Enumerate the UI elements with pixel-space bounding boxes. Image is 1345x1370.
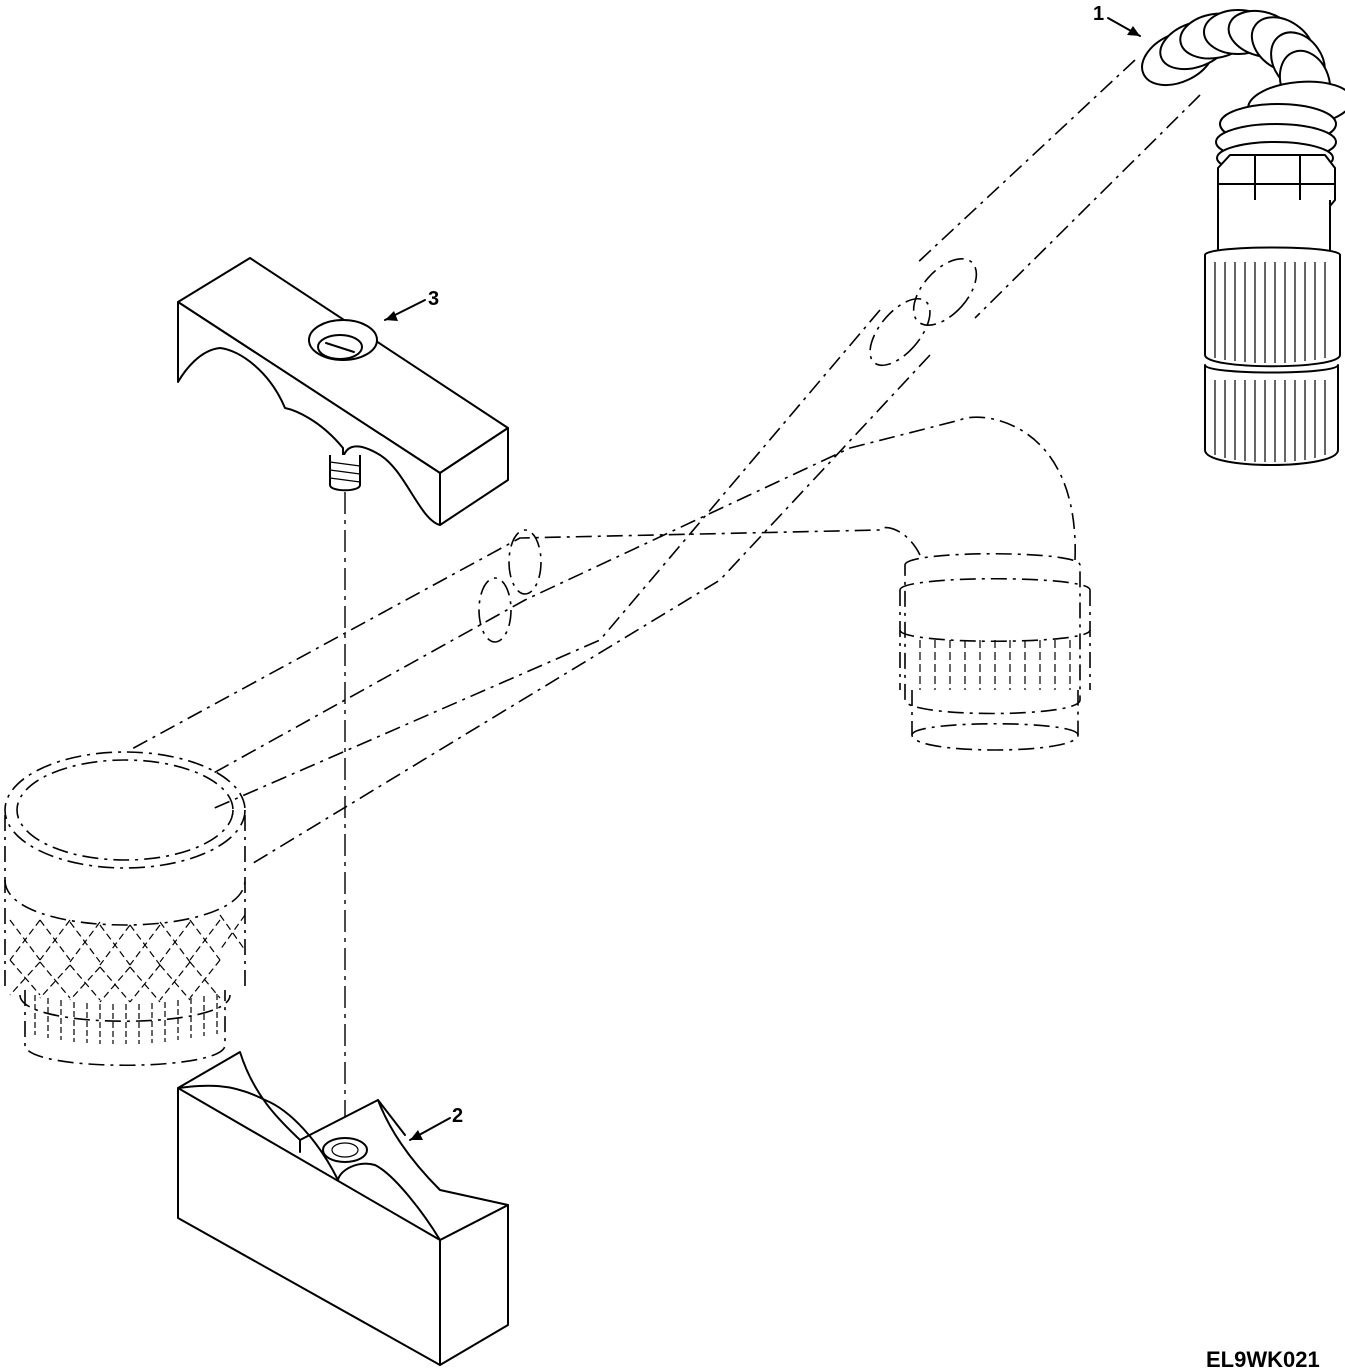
callout-number-3: 3 bbox=[428, 288, 439, 310]
arrowhead-icon bbox=[1127, 26, 1140, 36]
callout-2: 2 bbox=[409, 1105, 463, 1141]
figure-id-label: EL9WK021 bbox=[1206, 1347, 1320, 1370]
flexible-conduit-assembly bbox=[1141, 9, 1345, 466]
lower-clamp-block bbox=[177, 1051, 509, 1366]
callout-number-2: 2 bbox=[452, 1105, 463, 1127]
arrowhead-icon bbox=[385, 311, 398, 321]
arrowhead-icon bbox=[410, 1130, 423, 1140]
phantom-cable-routing bbox=[129, 59, 1201, 866]
upper-clamp-block bbox=[177, 257, 509, 526]
phantom-right-connector bbox=[899, 553, 1091, 751]
callout-1: 1 bbox=[1093, 3, 1141, 37]
phantom-left-connector bbox=[4, 751, 246, 1067]
callout-number-1: 1 bbox=[1093, 3, 1104, 25]
callout-3: 3 bbox=[384, 288, 439, 321]
